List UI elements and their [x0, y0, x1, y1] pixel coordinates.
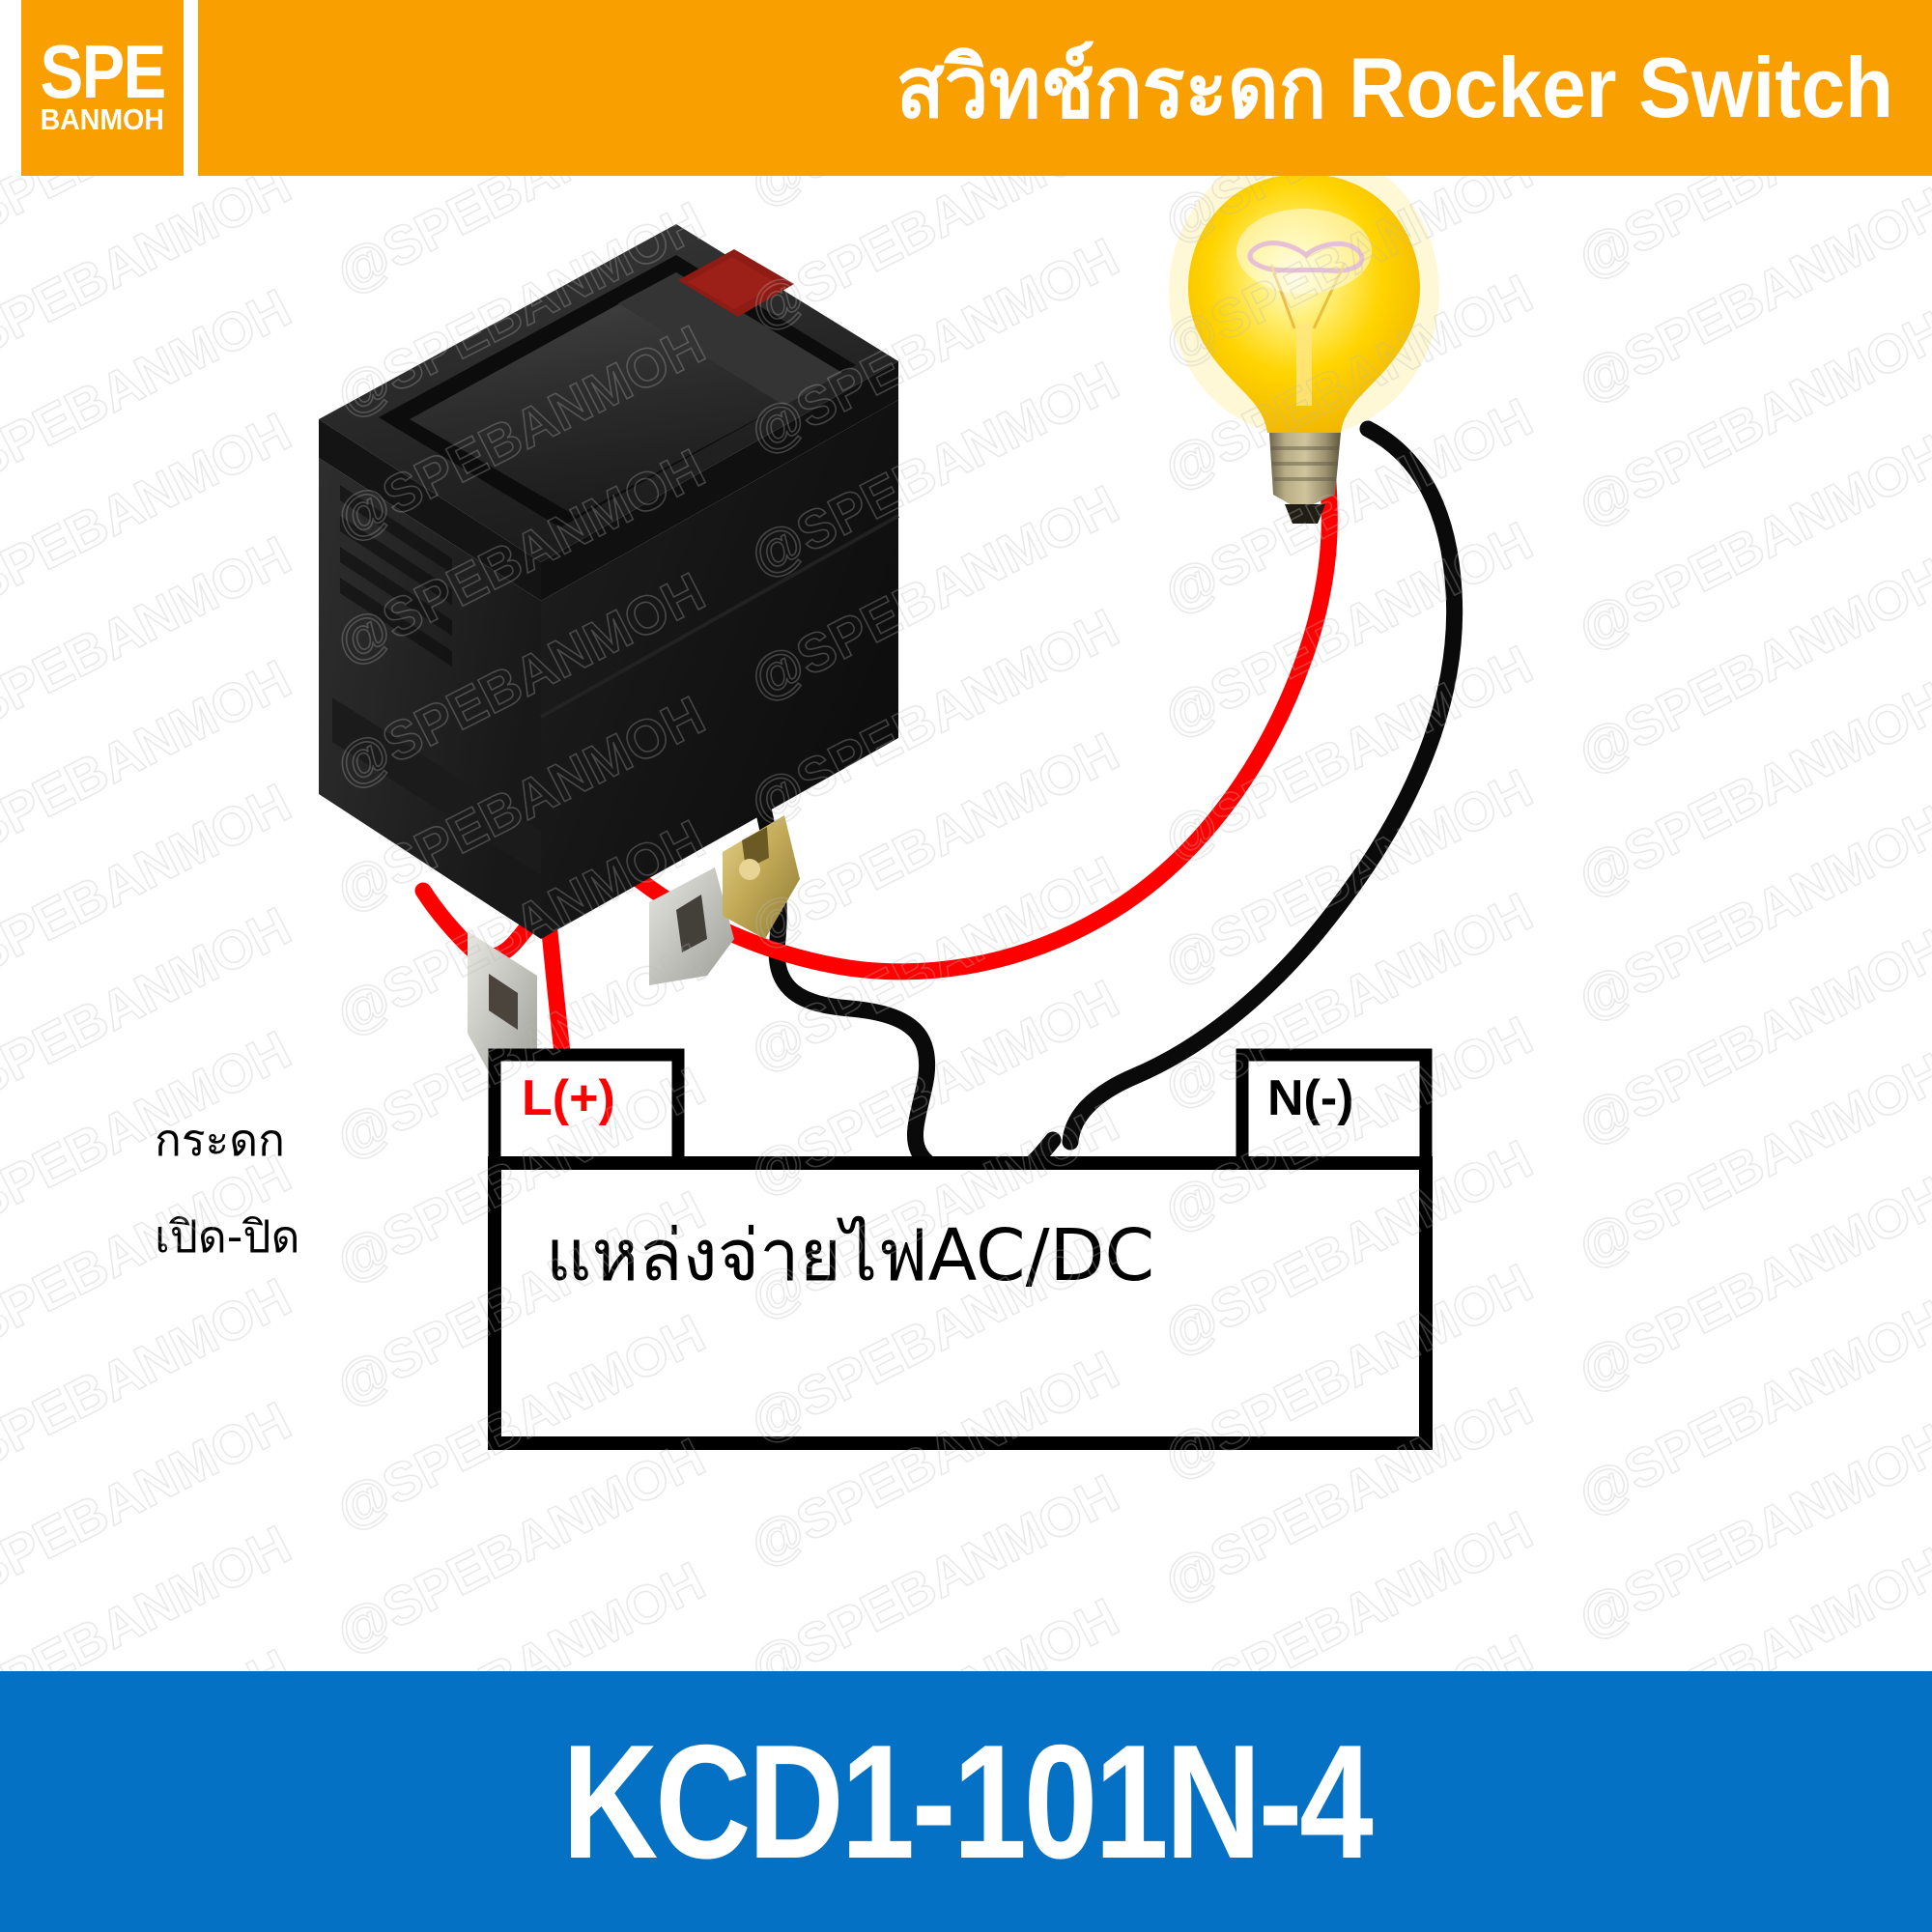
- page-footer: KCD1-101N-4: [0, 1671, 1932, 1932]
- wire-red-live-to-switch: [414, 882, 575, 1093]
- diagram-stage: กระดก เปิด-ปิด L(+) N(-) แหล่งจ่ายไฟAC/D…: [0, 176, 1932, 1671]
- parts-layer: [319, 176, 1439, 1450]
- switch-rocker-lobe: [618, 272, 842, 406]
- bulb-base-threads: [1271, 446, 1339, 481]
- bulb-screw-base: [1269, 433, 1341, 510]
- terminal-label-live: L(+): [522, 1070, 615, 1126]
- terminal-box-neutral: [1236, 1048, 1433, 1176]
- power-supply-caption: แหล่งจ่ายไฟAC/DC: [545, 1214, 1155, 1297]
- switch-bezel-lip: [319, 419, 541, 601]
- power-supply-unit: [488, 1048, 1433, 1450]
- brand-logo: SPE BANMOH: [21, 0, 184, 176]
- switch-mount-step: [332, 697, 541, 875]
- brand-logo-primary: SPE: [40, 28, 166, 114]
- product-model-number: KCD1-101N-4: [561, 1711, 1374, 1892]
- switch-body-seam: [540, 514, 899, 719]
- label-switch-type-line1: กระดก: [155, 1114, 285, 1166]
- switch-terminal-silver-middle: [649, 867, 734, 985]
- power-supply-body: [488, 1156, 1433, 1450]
- light-bulb: [1169, 176, 1439, 524]
- switch-body-front-face: [541, 400, 898, 939]
- switch-terminal-brass-right: [723, 815, 800, 939]
- wire-black-bulb-to-neutral: [1062, 420, 1463, 1151]
- label-switch-type-line2: เปิด-ปิด: [155, 1210, 300, 1263]
- rocker-switch-product: [319, 224, 899, 1095]
- bulb-hotspot: [1236, 209, 1372, 294]
- switch-body-fins: [340, 485, 452, 667]
- bulb-stem: [1296, 323, 1312, 406]
- header-title-bar: สวิทช์กระดก Rocker Switch: [198, 0, 1932, 176]
- switch-indicator-highlight: [688, 257, 779, 309]
- page-title: สวิทช์กระดก Rocker Switch: [895, 40, 1893, 135]
- terminal-label-neutral: N(-): [1267, 1070, 1354, 1126]
- switch-bezel-lip-right: [541, 361, 898, 601]
- bulb-base-tip: [1285, 504, 1325, 524]
- page-header: SPE BANMOH สวิทช์กระดก Rocker Switch: [0, 0, 1932, 176]
- brand-logo-secondary: BANMOH: [40, 102, 165, 137]
